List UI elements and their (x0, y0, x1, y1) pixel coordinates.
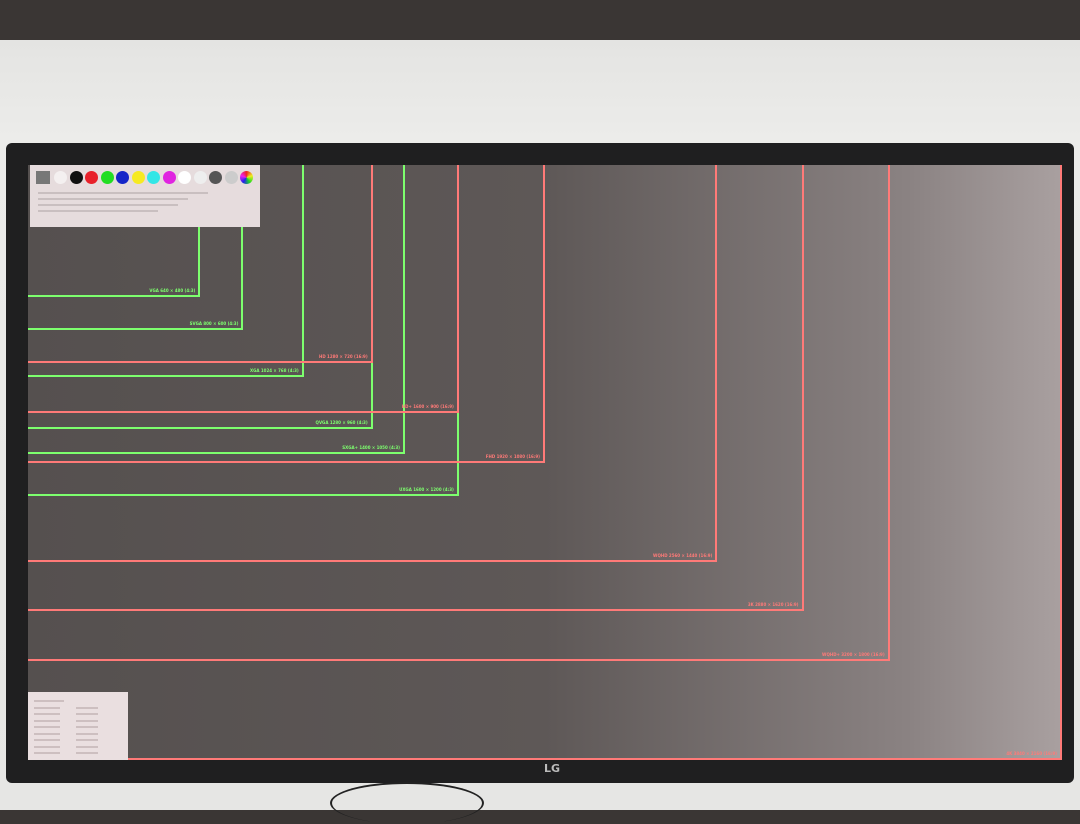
resolution-label: XGA 1024 × 768 (4:3) (250, 367, 299, 373)
color-swatch-button[interactable] (100, 171, 114, 184)
color-swatch-button[interactable] (240, 171, 253, 184)
resolution-label: WQHD 2560 × 1440 (16:9) (653, 552, 713, 558)
info-row (34, 732, 60, 735)
resolution-label: SVGA 800 × 600 (4:3) (189, 321, 239, 327)
color-swatch-button[interactable] (85, 171, 98, 184)
resolution-test-screen: 4K 3840 × 2160 (16:9) WQHD+ 3200 × 1800 (… (28, 165, 1062, 760)
instruction-line (38, 192, 208, 194)
color-swatch-button[interactable] (209, 171, 222, 184)
info-row (34, 706, 60, 709)
menu-button[interactable] (36, 171, 50, 184)
color-swatch-button[interactable] (178, 171, 191, 184)
resolution-frame: 4K 3840 × 2160 (16:9) (28, 165, 1062, 760)
resolution-frame: 3K 2880 × 1620 (16:9) (28, 165, 804, 612)
info-row (76, 719, 98, 722)
color-swatch-button[interactable] (193, 171, 207, 184)
resolution-label: VGA 640 × 480 (4:3) (149, 288, 196, 294)
instruction-line (38, 210, 158, 212)
resolution-frame: WQHD 2560 × 1440 (16:9) (28, 165, 718, 562)
resolution-label: UXGA 1600 × 1200 (4:3) (399, 486, 454, 492)
resolution-frame: FHD 1920 × 1080 (16:9) (28, 165, 545, 463)
color-swatch-button[interactable] (224, 171, 238, 184)
instruction-line (38, 198, 188, 200)
color-swatch-button[interactable] (54, 171, 67, 184)
info-row (34, 713, 60, 715)
resolution-frame: VGA 640 × 480 (4:3) (28, 165, 201, 298)
info-row (34, 719, 60, 722)
info-row (34, 752, 60, 754)
brand-logo: LG (544, 762, 561, 775)
resolution-frame: WQHD+ 3200 × 1800 (16:9) (28, 165, 890, 661)
info-row (76, 745, 98, 748)
display-info-panel (28, 692, 128, 760)
resolution-label: QVGA 1280 × 960 (4:3) (315, 420, 368, 426)
color-swatch-button[interactable] (116, 171, 129, 184)
instruction-line (38, 204, 178, 206)
info-row (76, 706, 98, 709)
color-swatch-button[interactable] (147, 171, 160, 184)
info-row (34, 745, 60, 748)
info-row (76, 713, 98, 715)
info-row (76, 739, 98, 741)
resolution-label: HD+ 1600 × 900 (16:9) (401, 403, 454, 409)
resolution-frame: SXGA+ 1400 × 1050 (4:3) (28, 165, 405, 455)
info-row (34, 700, 64, 702)
color-toolbar (30, 165, 260, 227)
resolution-label: FHD 1920 × 1080 (16:9) (485, 453, 540, 459)
resolution-label: SXGA+ 1400 × 1050 (4:3) (342, 445, 400, 451)
info-row (76, 732, 98, 735)
resolution-label: HD 1280 × 720 (16:9) (318, 354, 368, 360)
resolution-label: WQHD+ 3200 × 1800 (16:9) (822, 651, 885, 657)
resolution-frame: HD 1280 × 720 (16:9) (28, 165, 373, 364)
color-swatch-button[interactable] (162, 171, 176, 184)
color-swatch-button[interactable] (69, 171, 83, 184)
resolution-frame: HD+ 1600 × 900 (16:9) (28, 165, 459, 413)
resolution-label: 3K 2880 × 1620 (16:9) (747, 602, 799, 608)
monitor: 4K 3840 × 2160 (16:9) WQHD+ 3200 × 1800 (… (6, 143, 1074, 783)
resolution-label: 4K 3840 × 2160 (16:9) (1006, 751, 1057, 756)
resolution-frame: XGA 1024 × 768 (4:3) (28, 165, 304, 377)
info-row (34, 739, 60, 741)
power-cable (330, 782, 484, 824)
info-row (76, 726, 98, 728)
color-swatch-button[interactable] (131, 171, 145, 184)
resolution-frame: SVGA 800 × 600 (4:3) (28, 165, 244, 331)
info-row (34, 726, 60, 728)
info-row (76, 752, 98, 754)
